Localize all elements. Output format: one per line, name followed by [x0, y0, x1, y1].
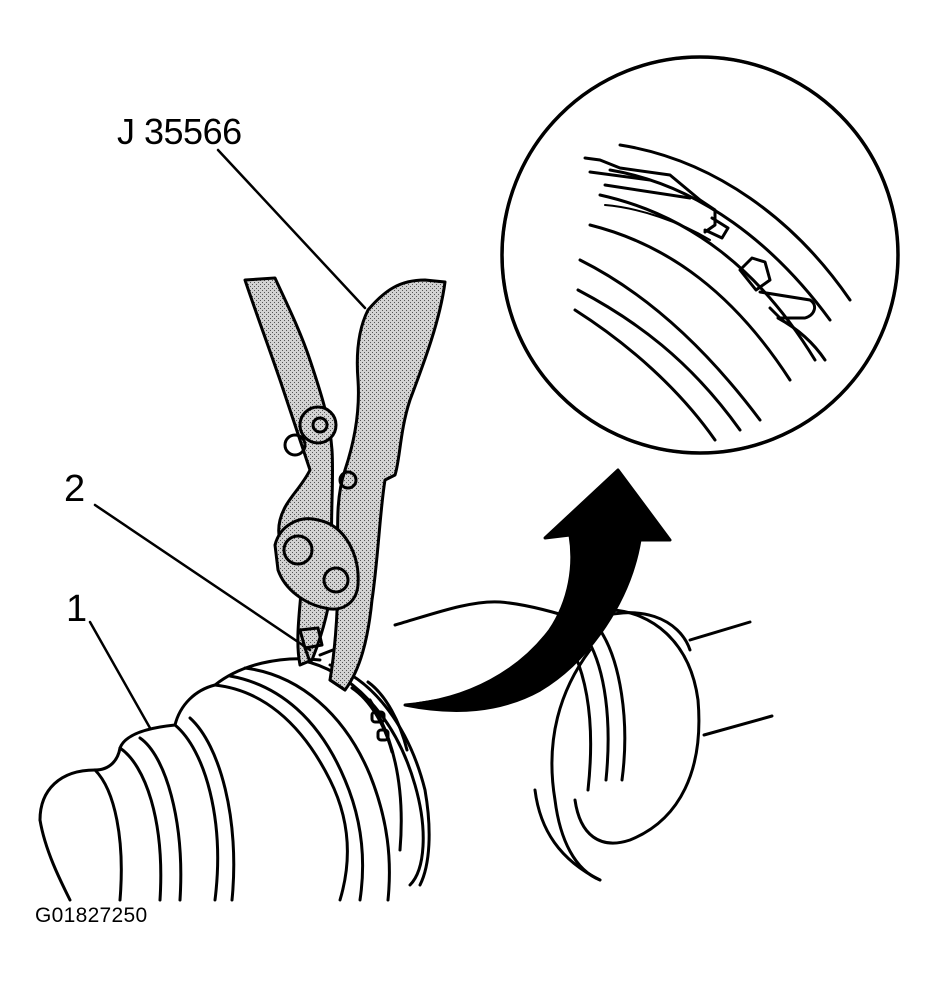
detail-magnifier	[500, 55, 900, 455]
tool-number-label: J 35566	[117, 111, 242, 152]
figure-code-label: G01827250	[35, 904, 148, 927]
leader-lines	[88, 148, 367, 730]
callout-2-label: 2	[64, 468, 86, 510]
cv-boot	[38, 657, 431, 902]
detail-arrow	[403, 468, 672, 712]
callout-1-leader	[88, 620, 152, 730]
callout-1-label: 1	[66, 588, 88, 630]
callout-2-leader	[93, 503, 312, 652]
clamp-pliers	[243, 276, 447, 692]
tool-leader	[216, 148, 367, 310]
